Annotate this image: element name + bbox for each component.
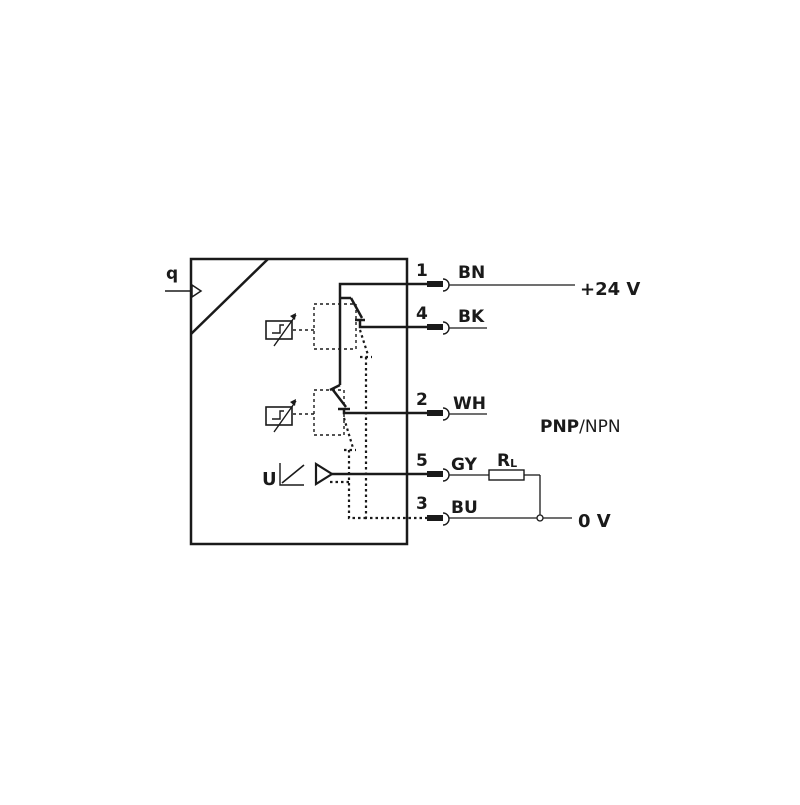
flow-input: q [165,264,203,299]
junction-node [536,514,544,522]
supply-positive-label: +24 V [580,279,640,300]
amplifier-icon [314,462,335,486]
analog-output: U [262,462,430,490]
load-resistor-label: RL [497,451,517,471]
wire-color-label: WH [453,394,486,414]
sensor-housing [189,257,409,546]
pin-labels: 1 BN 4 BK 2 WH 5 GY 3 BU [416,261,486,518]
wire-color-label: BN [458,263,485,283]
setpoint-adjuster-2 [265,399,297,433]
setpoint-adjuster-1 [265,313,297,347]
wire-color-label: BU [451,498,478,518]
dashed-linkages [293,303,357,436]
pin-number: 5 [416,451,428,471]
pin-number: 3 [416,494,428,514]
analog-output-label: U [262,469,277,490]
wire-color-label: BK [458,307,485,327]
load-resistor [488,469,525,481]
output-type-label: PNP/NPN [540,417,621,437]
external-wiring [449,284,575,519]
pin-number: 4 [416,304,428,324]
switch-circuit [329,282,430,415]
wire-color-label: GY [451,455,478,475]
pin-number: 1 [416,261,428,281]
adjust-arrow-icon [290,313,296,320]
input-arrow-icon [191,283,203,299]
input-label: q [166,264,178,284]
connector-terminals [427,278,450,526]
dotted-ground-bus [330,329,430,520]
adjust-arrow-icon [290,399,296,406]
supply-ground-label: 0 V [578,511,611,532]
pin-number: 2 [416,390,428,410]
